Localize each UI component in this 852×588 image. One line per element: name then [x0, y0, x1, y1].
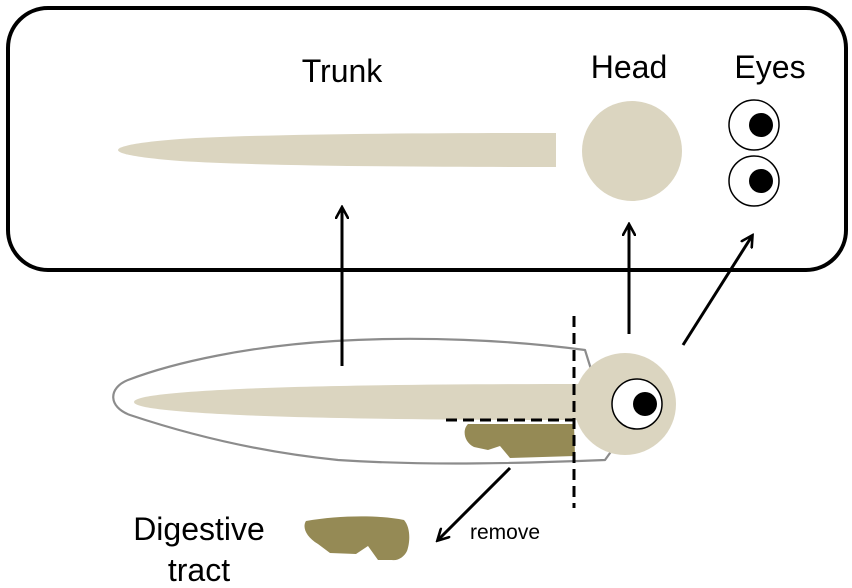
trunk-label: Trunk: [302, 53, 384, 89]
eyes-label: Eyes: [734, 49, 805, 85]
remove-label: remove: [470, 521, 540, 544]
digestive-tract-label-line2: tract: [168, 552, 230, 588]
separated-head-shape: [582, 101, 682, 201]
removed-digestive-tract: [305, 516, 410, 560]
tadpole-eye: [612, 379, 662, 429]
head-label: Head: [591, 49, 668, 85]
separated-eye-bottom: [729, 156, 779, 206]
digestive-tract-label-line1: Digestive: [133, 511, 265, 547]
separated-eye-top: [729, 100, 779, 150]
